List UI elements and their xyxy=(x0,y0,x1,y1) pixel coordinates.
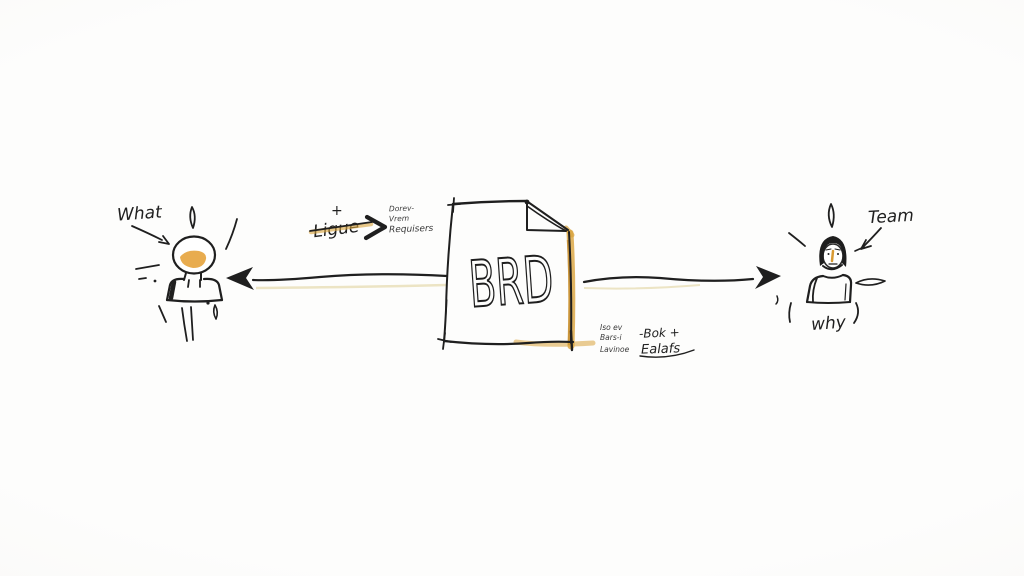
ray-top xyxy=(827,203,835,228)
right-person-rays xyxy=(788,203,886,324)
ligue-strikethrough xyxy=(309,221,373,232)
plus-sign: + xyxy=(331,203,343,219)
ray-lower-left xyxy=(788,302,792,323)
what-label: What xyxy=(116,202,163,225)
torso-collar xyxy=(822,274,844,279)
right-person-figure xyxy=(788,203,886,324)
arrow-right-head-icon xyxy=(755,266,781,289)
brd-title: BRD xyxy=(467,243,556,323)
arrow-right-ghost-line xyxy=(583,284,701,290)
ray-right-oval xyxy=(855,278,886,286)
ray-left-dash-2 xyxy=(138,277,147,280)
ray-left-dash xyxy=(135,264,160,270)
arrow-to-left-person xyxy=(226,267,449,290)
note-line: Requisers xyxy=(389,224,434,236)
deliverables-scribble: -Bok + Ealafs xyxy=(639,325,695,358)
fold-hypotenuse xyxy=(527,201,569,231)
right-person-eye-left xyxy=(827,253,830,255)
page-folded-corner xyxy=(524,199,569,232)
ray-bottom-2 xyxy=(190,306,194,341)
note-line: Bars-i xyxy=(600,333,622,342)
ray-top xyxy=(189,206,196,229)
torso-shoulder-shade xyxy=(168,279,177,301)
deliverables-annotation: Iso ev Bars-i Lavinoe -Bok + Ealafs xyxy=(600,323,695,358)
left-person-torso xyxy=(165,277,224,303)
note-line: Dorev- xyxy=(389,203,415,213)
ray-upper-left xyxy=(788,232,806,247)
scribble-line: Ealafs xyxy=(641,341,681,357)
page-top-edge xyxy=(451,199,529,206)
left-person-rays xyxy=(135,206,238,342)
what-arrow xyxy=(131,225,163,241)
right-person-brows xyxy=(825,248,841,251)
page-topleft-overshoot xyxy=(447,197,461,213)
team-annotation: Team xyxy=(860,206,915,250)
ray-top-right xyxy=(225,218,238,250)
right-person-chin xyxy=(822,264,843,271)
team-arrow xyxy=(863,227,882,247)
right-person-eye-right xyxy=(837,253,839,255)
ray-left-dot xyxy=(153,279,157,283)
requirements-note: Dorev- Vrem Requisers xyxy=(389,203,434,235)
arrow-left-head-icon xyxy=(226,267,254,290)
arrow-left-ghost-line xyxy=(255,283,447,290)
ray-bottom-left xyxy=(158,305,167,323)
ligue-highlight xyxy=(308,221,374,235)
left-person-figure xyxy=(135,206,238,342)
what-annotation: What xyxy=(116,202,170,245)
document-outline xyxy=(437,197,575,352)
left-person-face-shade xyxy=(180,250,207,268)
arrow-to-right-person xyxy=(582,266,781,305)
torso-arm-line xyxy=(811,277,818,303)
right-person-nose-shade xyxy=(830,249,835,263)
torso-right xyxy=(202,277,224,302)
requirements-annotation: + Ligue Dorev- Vrem Requisers xyxy=(308,203,434,242)
arrow-right-shaft xyxy=(582,276,755,284)
right-person-torso xyxy=(805,273,853,304)
torso-left xyxy=(805,274,825,304)
torso-collar xyxy=(187,279,201,288)
arrow-right-tick xyxy=(775,295,779,305)
deliverables-note: Iso ev Bars-i Lavinoe xyxy=(600,323,630,354)
scribble-line: -Bok + xyxy=(639,325,680,340)
brd-document: BRD xyxy=(437,197,596,352)
arrow-left-shaft xyxy=(251,273,449,282)
fold-corner-dot xyxy=(524,199,530,205)
right-person-hair xyxy=(819,236,847,267)
fold-hypotenuse-sketch xyxy=(526,205,567,232)
chevron-right-icon xyxy=(363,214,388,241)
ray-bottom-right xyxy=(212,304,219,320)
note-line: Vrem xyxy=(389,214,409,224)
torso-right xyxy=(841,273,853,304)
what-arrowhead xyxy=(158,235,170,245)
ray-bottom-1 xyxy=(181,307,188,342)
torso-side-line xyxy=(844,283,847,301)
page-bottomright-overshoot xyxy=(569,329,574,352)
note-line: Lavinoe xyxy=(600,345,630,354)
torso-bottom xyxy=(806,301,851,304)
page-bottom-edge xyxy=(442,339,575,346)
page-bottomleft-overshoot xyxy=(437,332,452,350)
torso-bottom xyxy=(165,298,224,303)
document-highlight-right-dark xyxy=(566,239,572,346)
team-label: Team xyxy=(868,206,915,228)
scribble-flourish xyxy=(639,349,695,358)
why-label: why xyxy=(810,313,847,335)
note-line: Iso ev xyxy=(600,323,623,332)
fold-inner-edges xyxy=(526,200,567,232)
ray-lower-right xyxy=(853,302,859,324)
team-arrowhead xyxy=(860,239,872,250)
